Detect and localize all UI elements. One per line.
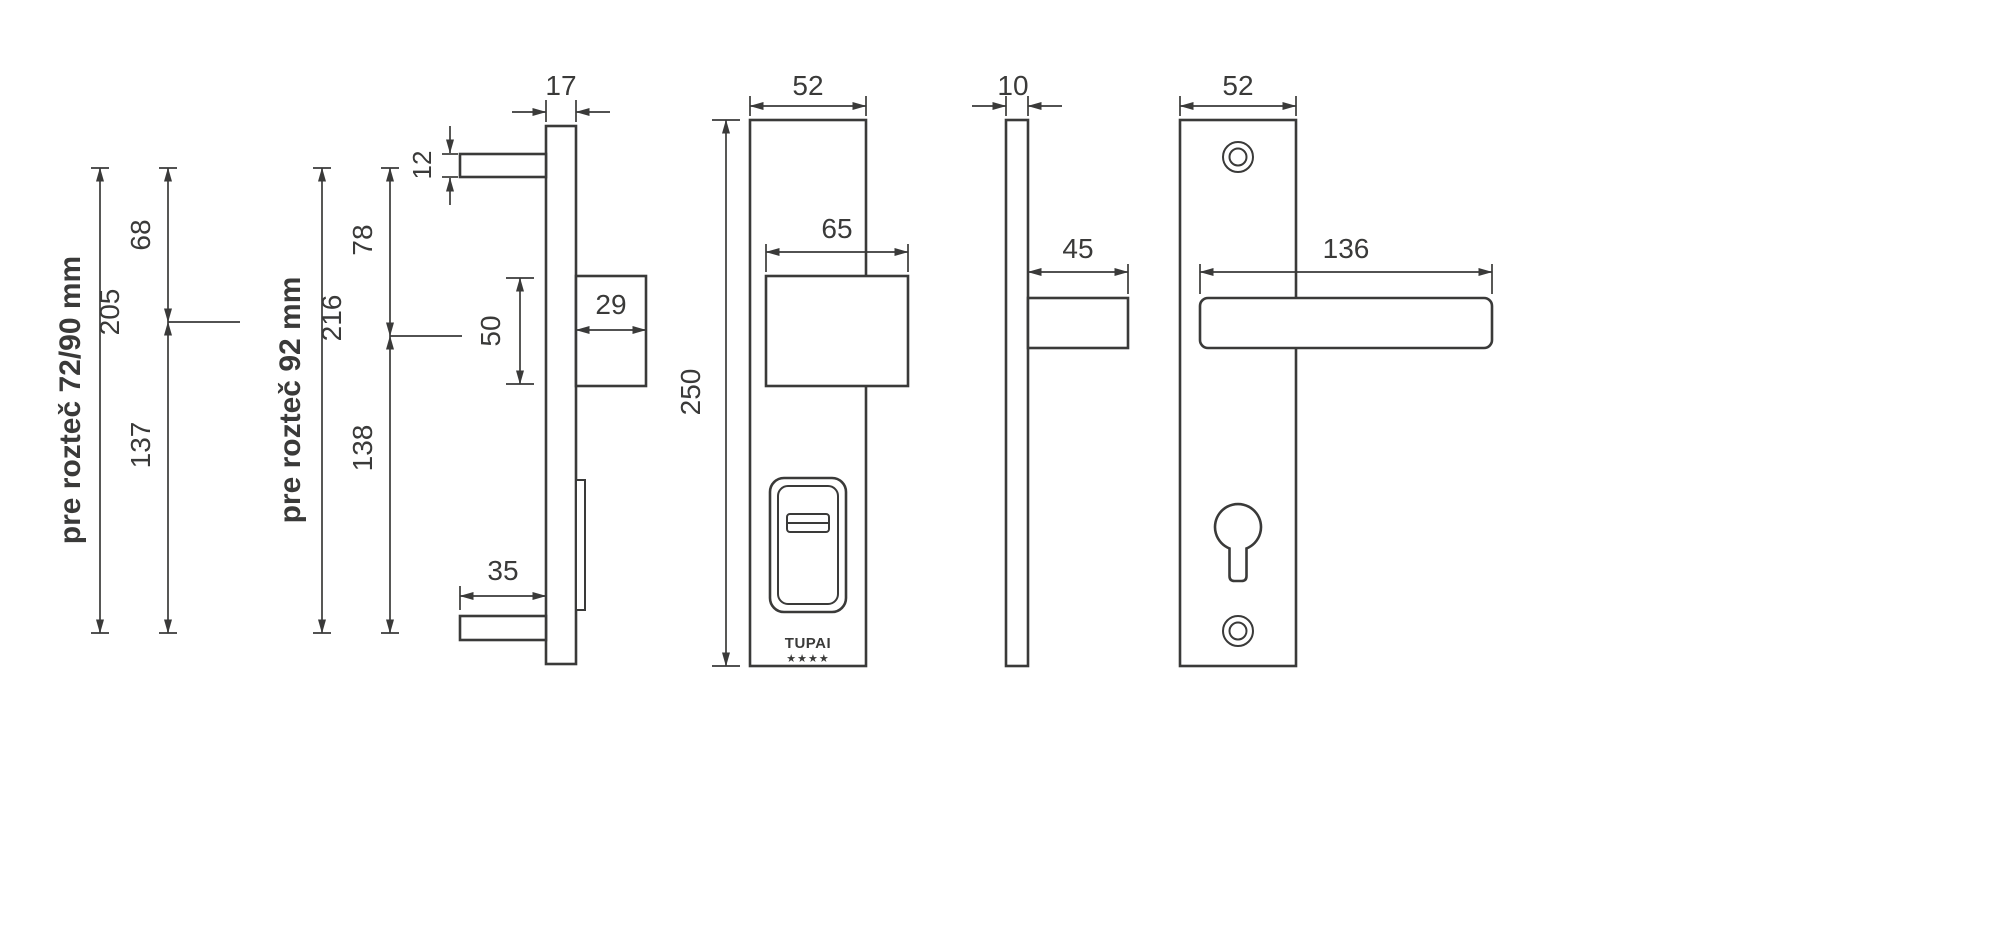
bottom-screw-hole-inner (1228, 621, 1248, 641)
dim-label-52-inner: 52 (1222, 70, 1253, 101)
dim-group-pitch-92: pre rozteč 92 mm 216 78 138 (274, 167, 462, 634)
brand-stars: ★★★★ (786, 652, 829, 665)
view-inner-front: 52 136 (1178, 70, 1494, 668)
lever-handle (1198, 296, 1494, 350)
dim-label-137: 137 (125, 422, 156, 469)
dim-label-205: 205 (94, 289, 125, 336)
brand-logo: TUPAI (785, 635, 831, 652)
top-screw-hole-inner (1228, 147, 1248, 167)
inner-backplate (1178, 118, 1298, 668)
dim-label-136: 136 (1323, 233, 1370, 264)
dim-label-45: 45 (1062, 233, 1093, 264)
escutcheon-profile (575, 479, 586, 611)
dim-label-12: 12 (407, 151, 437, 180)
pitch-72-90-title: pre rozteč 72/90 mm (54, 256, 87, 544)
view-inner-profile: 10 45 (972, 70, 1130, 668)
top-tab-profile (458, 152, 548, 179)
bottom-tab-profile (458, 614, 548, 642)
dim-label-10: 10 (997, 70, 1028, 101)
view-outer-profile: 17 12 50 29 35 (407, 70, 648, 666)
security-knob (764, 274, 910, 388)
cylinder-cover-inner (777, 485, 839, 605)
dim-label-68: 68 (125, 219, 156, 250)
pz-cylinder-keyhole (1213, 502, 1263, 583)
pitch-92-title: pre rozteč 92 mm (274, 277, 307, 524)
view-outer-front: 52 250 65 TUPAI ★★★★ (675, 70, 910, 668)
dim-label-29: 29 (595, 289, 626, 320)
dim-label-65: 65 (821, 213, 852, 244)
lever-neck-profile (1026, 296, 1130, 350)
dim-label-216: 216 (316, 295, 347, 342)
dim-label-35: 35 (487, 555, 518, 586)
dim-label-50: 50 (475, 315, 506, 346)
dim-group-pitch-72-90: pre rozteč 72/90 mm 205 68 137 (54, 167, 240, 634)
dim-label-138: 138 (347, 425, 378, 472)
dim-label-52-outer: 52 (792, 70, 823, 101)
inner-backplate-profile (1004, 118, 1030, 668)
dim-label-78: 78 (347, 224, 378, 255)
dim-label-17: 17 (545, 70, 576, 101)
backplate-profile (544, 124, 578, 666)
dim-label-250: 250 (675, 369, 706, 416)
